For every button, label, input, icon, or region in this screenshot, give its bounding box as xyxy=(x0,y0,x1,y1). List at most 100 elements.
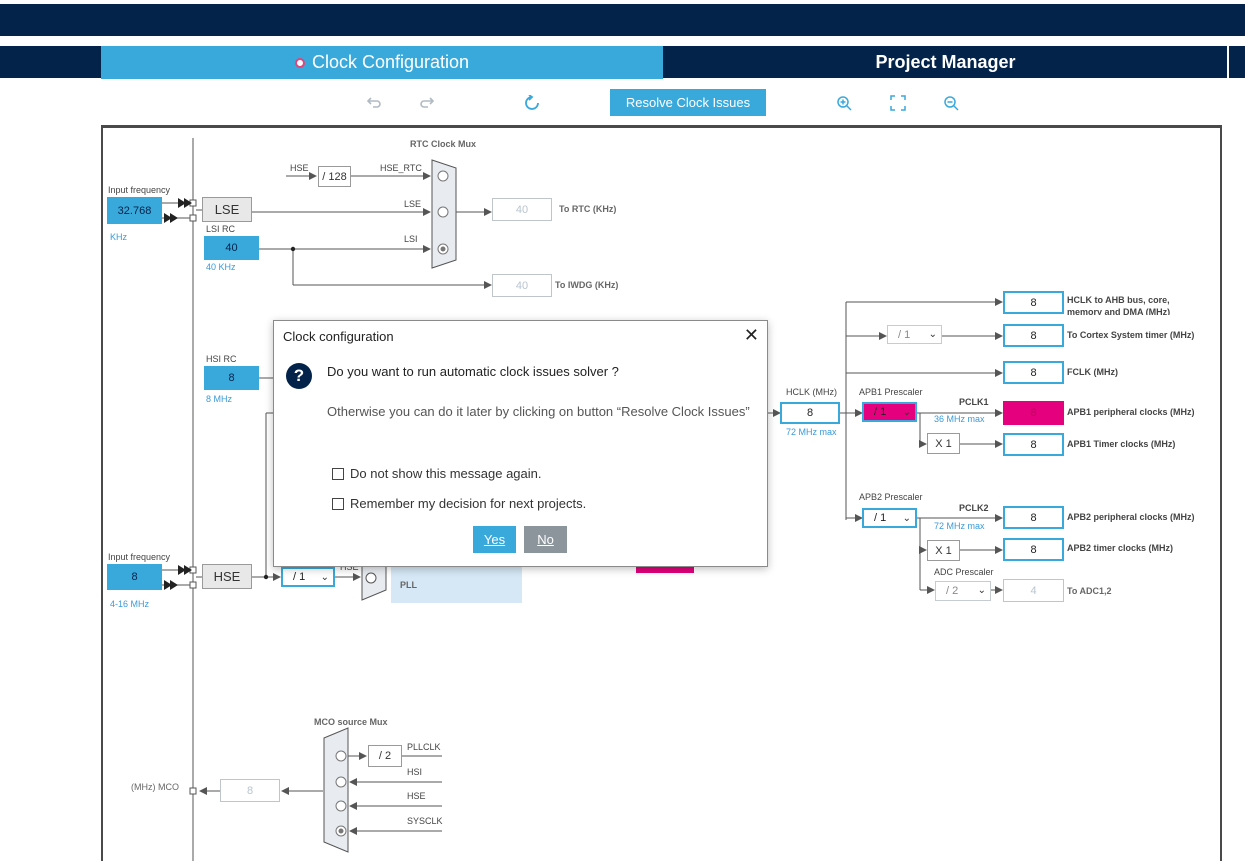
apb1-timer-multiplier: X 1 xyxy=(927,433,960,454)
cortex-timer-label: To Cortex System timer (MHz) xyxy=(1067,330,1195,340)
do-not-show-checkbox[interactable] xyxy=(332,467,344,480)
pclk2-max: 72 MHz max xyxy=(934,521,985,531)
tab-clock-configuration[interactable]: Clock Configuration xyxy=(101,46,663,79)
chevron-down-icon: ⌄ xyxy=(928,329,937,340)
hsi-rc-label: HSI RC xyxy=(206,354,237,364)
iwdg-output-field: 40 xyxy=(492,274,552,297)
pclk1-max: 36 MHz max xyxy=(934,414,985,424)
remember-decision-label: Remember my decision for next projects. xyxy=(350,496,587,511)
lse-wire-label: LSE xyxy=(404,199,422,209)
hse-input-frequency-field[interactable]: 8 xyxy=(107,564,162,590)
tab-label: Clock Configuration xyxy=(311,52,470,72)
apb2-peripheral-label: APB2 peripheral clocks (MHz) xyxy=(1067,512,1195,522)
apb2-timer-output[interactable]: 8 xyxy=(1003,538,1064,561)
lsi-unit: 40 KHz xyxy=(206,262,236,272)
rtc-output-field: 40 xyxy=(492,198,552,221)
mco-mux-title: MCO source Mux xyxy=(314,717,388,727)
do-not-show-checkbox-row[interactable]: Do not show this message again. xyxy=(332,466,542,481)
yes-button[interactable]: Yes xyxy=(473,526,516,553)
hclk-ahb-label: HCLK to AHB bus, core, xyxy=(1067,295,1170,305)
do-not-show-label: Do not show this message again. xyxy=(350,466,542,481)
apb2-prescaler-label: APB2 Prescaler xyxy=(859,492,923,502)
dialog-question: Do you want to run automatic clock issue… xyxy=(327,364,619,379)
fclk-output[interactable]: 8 xyxy=(1003,361,1064,384)
top-banner xyxy=(0,4,1245,36)
fclk-label: FCLK (MHz) xyxy=(1067,367,1118,377)
zoom-out-icon[interactable] xyxy=(938,90,964,116)
hclk-label: HCLK (MHz) xyxy=(786,387,837,397)
dialog-title: Clock configuration xyxy=(283,329,394,344)
hse-range: 4-16 MHz xyxy=(110,599,150,609)
no-button[interactable]: No xyxy=(524,526,567,553)
lsi-wire-label: LSI xyxy=(404,234,418,244)
lse-block: LSE xyxy=(202,197,252,222)
adc-label: To ADC1,2 xyxy=(1067,586,1112,596)
hse-block: HSE xyxy=(202,564,252,589)
adc-prescaler-value: / 2 xyxy=(946,585,959,597)
question-icon: ? xyxy=(286,363,312,389)
chevron-down-icon: ⌄ xyxy=(977,585,986,596)
tab-bar: Clock Configuration Project Manager xyxy=(0,46,1245,79)
mco-pll-div: / 2 xyxy=(368,745,402,767)
apb1-timer-output[interactable]: 8 xyxy=(1003,433,1064,456)
fit-screen-icon[interactable] xyxy=(885,90,911,116)
refresh-icon[interactable] xyxy=(519,90,545,116)
rtc-output-label: To RTC (KHz) xyxy=(559,204,617,214)
hse-wire-label: HSE xyxy=(290,163,309,173)
lse-input-frequency-label: Input frequency xyxy=(108,185,171,195)
error-dot-icon xyxy=(294,57,305,68)
cortex-prescaler-select[interactable]: / 1 ⌄ xyxy=(887,325,942,344)
mco-label: (MHz) MCO xyxy=(131,782,179,792)
iwdg-output-label: To IWDG (KHz) xyxy=(555,280,619,290)
cortex-prescaler-value: / 1 xyxy=(898,328,911,341)
hse-div128: / 128 xyxy=(318,166,351,187)
clock-configuration-dialog: Clock configuration ✕ ? Do you want to r… xyxy=(273,320,768,567)
apb1-prescaler-select[interactable]: / 1 ⌄ xyxy=(862,402,917,422)
rtc-mux-title: RTC Clock Mux xyxy=(410,139,477,149)
adc-prescaler-label: ADC Prescaler xyxy=(934,567,994,577)
undo-icon[interactable] xyxy=(361,90,387,116)
hse-prediv-select[interactable]: / 1 ⌄ xyxy=(281,567,335,587)
adc-prescaler-select[interactable]: / 2 ⌄ xyxy=(935,581,991,601)
hsi-rc-field: 8 xyxy=(204,366,259,390)
pll-label: PLL xyxy=(400,580,417,590)
mco-sysclk-label: SYSCLK xyxy=(407,816,443,826)
hclk-max: 72 MHz max xyxy=(786,427,837,437)
tab-project-manager[interactable]: Project Manager xyxy=(664,46,1229,78)
lsi-rc-label: LSI RC xyxy=(206,224,236,234)
hse-prediv-value: / 1 xyxy=(293,571,306,583)
remember-decision-checkbox[interactable] xyxy=(332,497,344,510)
hclk-ahb-output[interactable]: 8 xyxy=(1003,291,1064,314)
chevron-down-icon: ⌄ xyxy=(902,513,911,524)
mco-output-field: 8 xyxy=(220,779,280,802)
apb2-peripheral-output[interactable]: 8 xyxy=(1003,506,1064,529)
tab-label: Project Manager xyxy=(875,51,1016,72)
hse-input-frequency-label: Input frequency xyxy=(108,552,171,562)
pclk2-label: PCLK2 xyxy=(959,503,989,513)
adc-output: 4 xyxy=(1003,579,1064,602)
resolve-clock-issues-button[interactable]: Resolve Clock Issues xyxy=(610,89,766,116)
hclk-field[interactable]: 8 xyxy=(780,402,840,424)
apb1-peripheral-label: APB1 peripheral clocks (MHz) xyxy=(1067,407,1195,417)
mco-pllclk-label: PLLCLK xyxy=(407,742,441,752)
pclk1-label: PCLK1 xyxy=(959,397,989,407)
clock-diagram-canvas xyxy=(101,125,1222,861)
apb1-peripheral-output[interactable]: 8 xyxy=(1003,401,1064,425)
dialog-subtext: Otherwise you can do it later by clickin… xyxy=(327,404,750,419)
hse-pll-label: HSE xyxy=(340,562,359,572)
lse-unit: KHz xyxy=(110,232,128,242)
close-icon[interactable]: ✕ xyxy=(743,325,759,345)
zoom-in-icon[interactable] xyxy=(831,90,857,116)
redo-icon[interactable] xyxy=(414,90,440,116)
lse-input-frequency-field[interactable]: 32.768 xyxy=(107,197,162,224)
apb1-prescaler-label: APB1 Prescaler xyxy=(859,387,923,397)
chevron-down-icon: ⌄ xyxy=(320,572,329,583)
chevron-down-icon: ⌄ xyxy=(902,407,911,418)
lsi-rc-field: 40 xyxy=(204,236,259,260)
apb1-prescaler-value: / 1 xyxy=(874,406,887,418)
mco-hse-label: HSE xyxy=(407,791,426,801)
apb2-prescaler-select[interactable]: / 1 ⌄ xyxy=(862,508,917,528)
cortex-timer-output[interactable]: 8 xyxy=(1003,324,1064,347)
remember-decision-checkbox-row[interactable]: Remember my decision for next projects. xyxy=(332,496,586,511)
